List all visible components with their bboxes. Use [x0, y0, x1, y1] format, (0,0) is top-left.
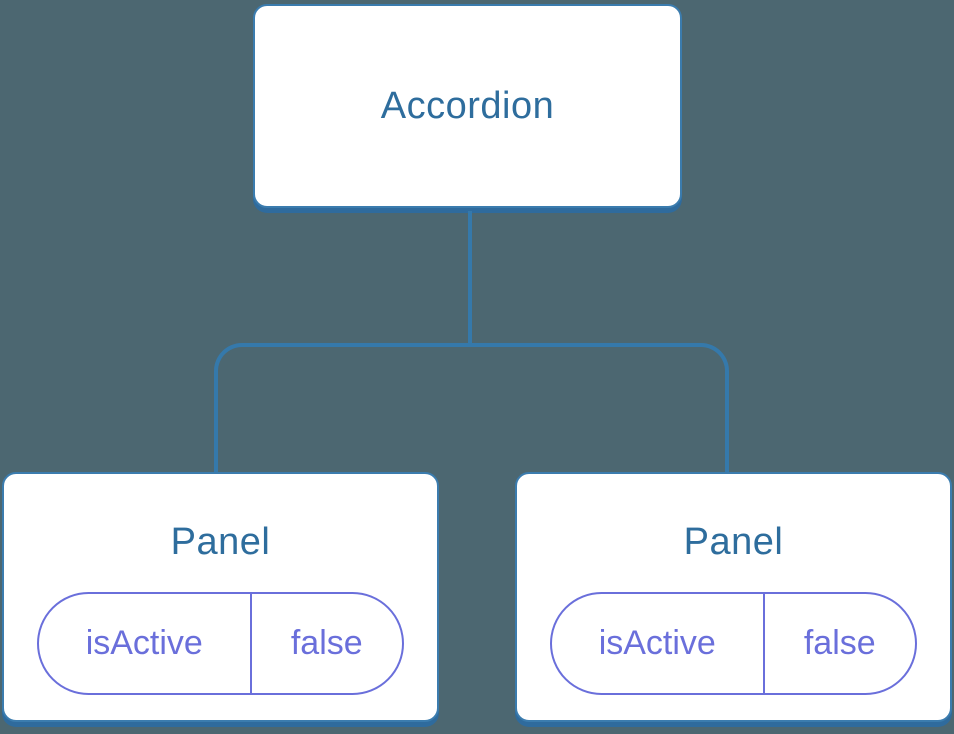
accordion-node-label: Accordion — [380, 85, 555, 127]
panel-node-label: Panel — [683, 521, 784, 563]
state-key-label: isActive — [598, 624, 716, 662]
state-pill: isActive false — [37, 592, 404, 695]
state-key-label: isActive — [85, 624, 203, 662]
state-pill: isActive false — [550, 592, 917, 695]
panel-node-label: Panel — [170, 521, 271, 563]
connector-stem-line — [468, 211, 472, 347]
tree-node-accordion: Accordion — [253, 4, 682, 208]
connector-branch-lines — [214, 343, 729, 472]
state-value-label: false — [762, 594, 915, 693]
state-value-label: false — [249, 594, 402, 693]
tree-node-panel-right: Panel isActive false — [515, 472, 952, 722]
tree-node-panel-left: Panel isActive false — [2, 472, 439, 722]
